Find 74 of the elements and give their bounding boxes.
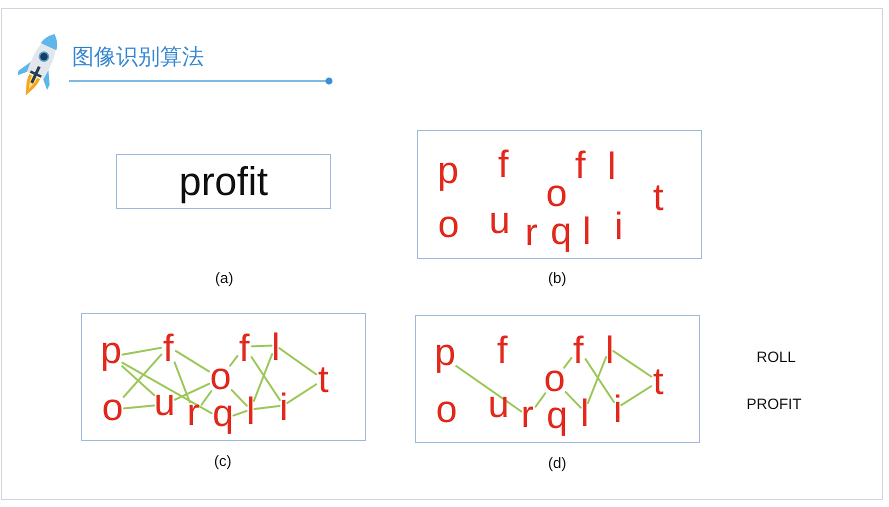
word-label: PROFIT — [746, 396, 802, 414]
connector-line — [123, 404, 155, 410]
connector-line — [564, 391, 582, 409]
connector-line — [122, 346, 162, 356]
letter: l — [608, 150, 614, 180]
connector-line — [230, 389, 248, 407]
letter: f — [574, 148, 587, 178]
letter: l — [582, 396, 588, 426]
word-label: ROLL — [756, 349, 796, 367]
letter-box — [415, 315, 700, 443]
letter: o — [436, 400, 457, 424]
connector-line — [200, 390, 212, 406]
letter: p — [436, 343, 456, 374]
letter: t — [652, 368, 665, 396]
letter-box — [81, 313, 366, 441]
letter: i — [614, 392, 620, 422]
caption: (d) — [548, 455, 566, 473]
letter: l — [584, 214, 590, 244]
connector-line — [584, 358, 615, 404]
letter: u — [155, 392, 174, 416]
connector-line — [251, 344, 272, 348]
letter: q — [546, 406, 566, 437]
letter: o — [210, 366, 231, 390]
connector-line — [563, 357, 572, 369]
connector-line — [229, 355, 238, 367]
connector-line — [250, 356, 281, 402]
letter: r — [522, 405, 535, 428]
letter: o — [102, 398, 123, 422]
letter: r — [188, 403, 201, 426]
letter: f — [497, 148, 510, 178]
letter: o — [546, 184, 567, 208]
connector-line — [252, 353, 274, 402]
letter: f — [572, 334, 585, 364]
letter: f — [162, 332, 175, 362]
letter: i — [616, 210, 622, 240]
connector-line — [174, 361, 191, 404]
letter: f — [238, 332, 251, 362]
letter: o — [438, 214, 459, 238]
letter: p — [102, 341, 122, 372]
caption: (b) — [548, 270, 566, 288]
caption: (a) — [215, 270, 234, 288]
caption: (c) — [214, 453, 232, 471]
connector-line — [254, 405, 280, 410]
letter: p — [438, 161, 458, 192]
connector-line — [122, 354, 162, 398]
letter: f — [496, 334, 509, 364]
connector-line — [455, 365, 522, 412]
letter: i — [280, 390, 286, 420]
connector-line — [174, 382, 210, 401]
letter: r — [526, 223, 539, 246]
letter: q — [550, 222, 570, 253]
letter: t — [317, 366, 330, 394]
connector-line — [121, 362, 213, 414]
letter-box — [417, 130, 702, 259]
title: 图像识别算法 — [72, 44, 204, 70]
connector-line — [121, 365, 156, 396]
connector-line — [534, 392, 546, 408]
connector-line — [278, 347, 318, 376]
word: profit — [179, 158, 268, 204]
letter: q — [212, 404, 232, 435]
connector-line — [232, 410, 248, 417]
letter: l — [606, 334, 612, 364]
connector-line — [586, 356, 608, 404]
connector-line — [286, 383, 318, 404]
letter: t — [652, 184, 665, 212]
letter: l — [248, 394, 254, 424]
connector-line — [620, 385, 652, 406]
letter: u — [490, 210, 509, 234]
connector-line — [174, 350, 210, 372]
connector-line — [612, 350, 652, 378]
letter: l — [272, 330, 278, 360]
letter: o — [544, 368, 565, 392]
word-box — [116, 154, 331, 209]
letter: u — [489, 394, 508, 418]
